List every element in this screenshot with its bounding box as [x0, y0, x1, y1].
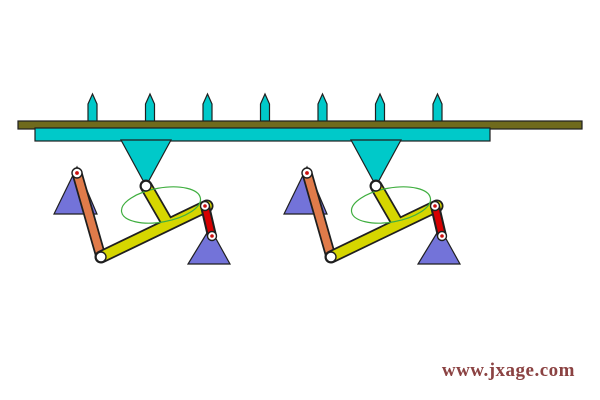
- linkage-mechanism-2: [284, 140, 460, 264]
- sliding-carrier-bar: [34, 127, 491, 142]
- watermark-text: www.jxage.com: [442, 360, 575, 381]
- linkage-mechanism-1: [54, 140, 230, 264]
